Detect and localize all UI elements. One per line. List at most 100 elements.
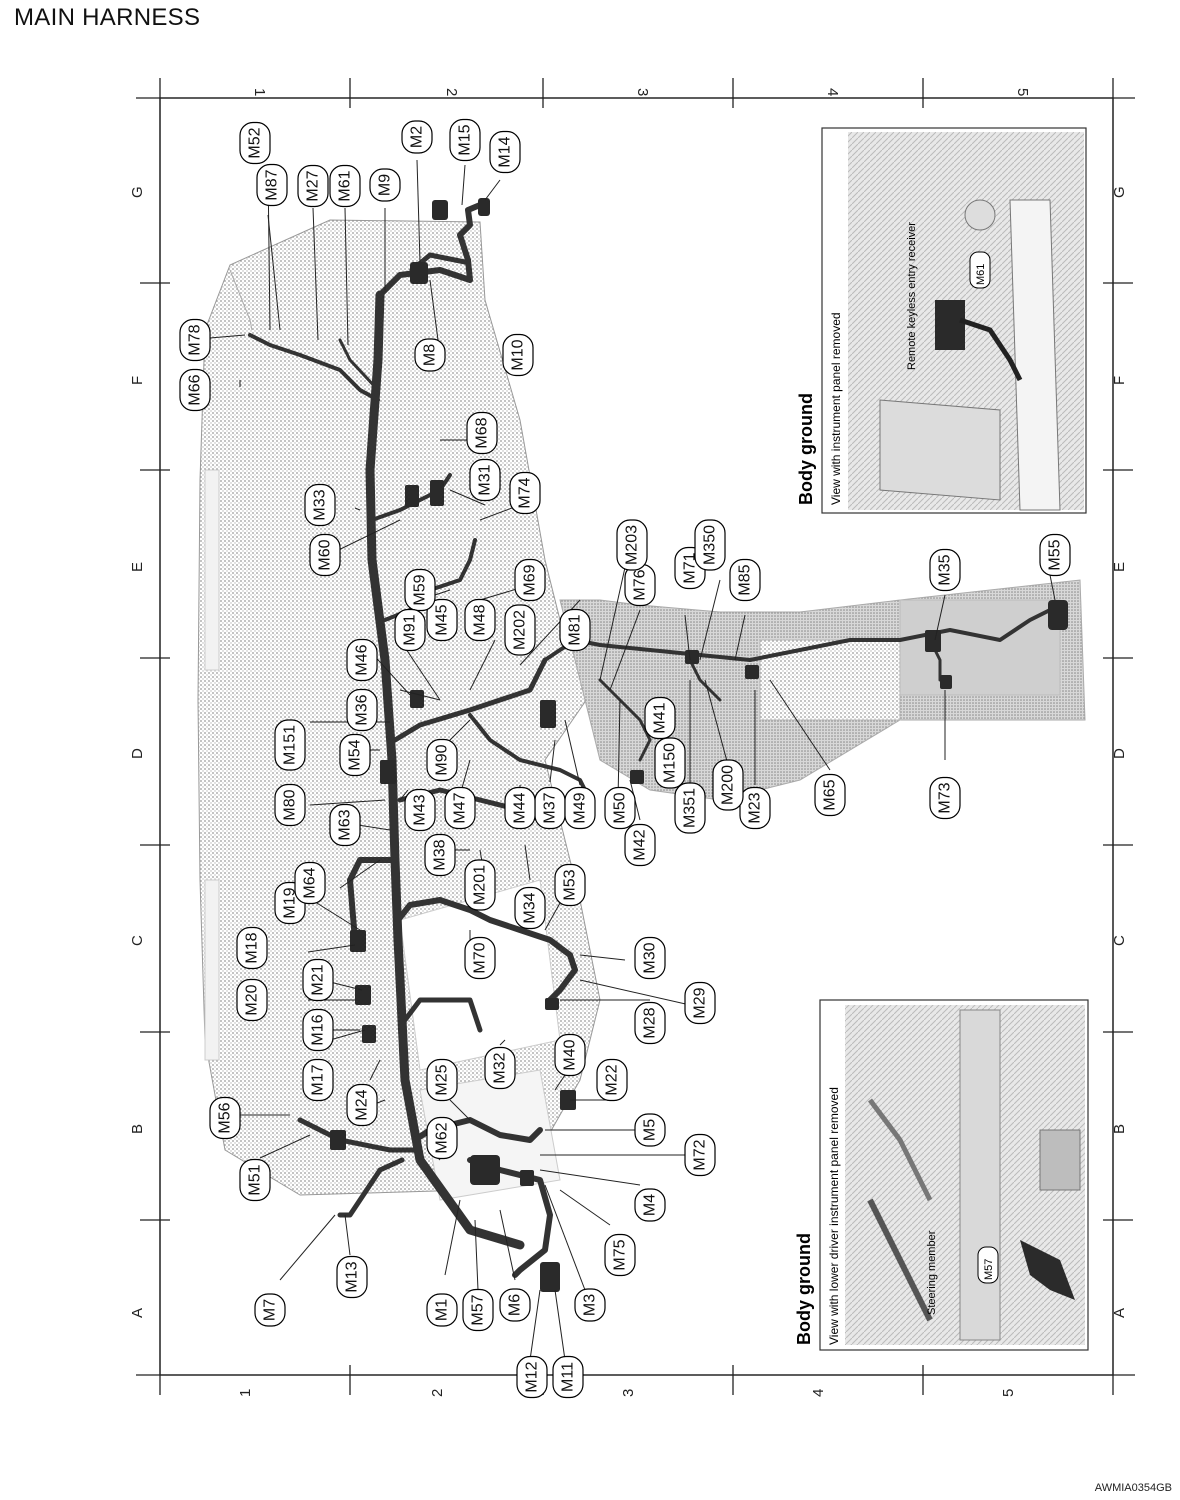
row-label-left: E xyxy=(129,562,146,572)
col-label-top: 4 xyxy=(824,88,841,96)
connector-callout-m75: M75 xyxy=(604,1233,636,1277)
connector-callout-box xyxy=(414,338,446,372)
connector-callout-box xyxy=(504,604,536,656)
connector-callout-m61: M61 xyxy=(329,164,361,208)
connector-callout-m46: M46 xyxy=(346,638,378,682)
row-label-right: A xyxy=(1111,1308,1128,1318)
connector-callout-m85: M85 xyxy=(729,558,761,602)
connector-callout-box xyxy=(239,1158,271,1202)
connector-label: M4 xyxy=(642,1194,659,1216)
connector-callout-box xyxy=(394,608,426,652)
connector-callout-box xyxy=(554,863,586,907)
harness-wires xyxy=(248,202,1062,1278)
connector-label: M40 xyxy=(562,1039,579,1070)
connector-callout-box xyxy=(297,164,329,208)
connector-callout-box xyxy=(634,1188,666,1222)
col-label-bottom: 1 xyxy=(237,1389,254,1397)
instrument-panel xyxy=(197,219,601,1201)
connector-label: M80 xyxy=(282,789,299,820)
row-label-left: F xyxy=(129,376,146,385)
connector-label: M24 xyxy=(354,1089,371,1120)
connector-callout-box xyxy=(929,548,961,592)
connector-callout-box xyxy=(466,411,498,455)
connector-callout-box xyxy=(239,121,271,165)
connector-callout-m65: M65 xyxy=(814,773,846,817)
connector-callout-box xyxy=(502,333,534,377)
connector-label: M13 xyxy=(344,1261,361,1292)
connector-callout-box xyxy=(401,120,433,154)
connector-callout-m47: M47 xyxy=(444,786,476,830)
connector-callout-m5: M5 xyxy=(634,1113,666,1147)
connector-callout-m8: M8 xyxy=(414,338,446,372)
connector-callout-box xyxy=(346,688,378,732)
connector-callout-box xyxy=(449,118,481,162)
document-code: AWMIA0354GB xyxy=(1094,1482,1172,1494)
row-label-right: D xyxy=(1111,748,1128,759)
connector-callout-m52: M52 xyxy=(239,121,271,165)
connector-label: M62 xyxy=(434,1122,451,1153)
connector-callout-m27: M27 xyxy=(297,164,329,208)
connector-label: M87 xyxy=(264,169,281,200)
row-label-right: B xyxy=(1111,1124,1128,1134)
connector-callout-box xyxy=(464,936,496,980)
connector-label: M18 xyxy=(244,932,261,963)
connector-callout-m31: M31 xyxy=(469,458,501,502)
connector-callout-m76: M76 xyxy=(624,563,656,607)
connector-callout-box xyxy=(929,776,961,820)
connector-label: M74 xyxy=(517,477,534,508)
connector-label: M11 xyxy=(560,1362,577,1392)
connector-callout-box xyxy=(469,458,501,502)
connector-callout-box xyxy=(274,783,306,827)
connector-label: M33 xyxy=(312,489,329,520)
connector-callout-box xyxy=(254,1293,286,1327)
connector-callout-box xyxy=(604,1233,636,1277)
row-label-left: D xyxy=(129,748,146,759)
frame xyxy=(136,78,1135,1395)
connector-callout-m200: M200 xyxy=(712,759,744,811)
connector-callout-m35: M35 xyxy=(929,548,961,592)
connector-label: M3 xyxy=(582,1294,599,1316)
connector-label: M16 xyxy=(310,1014,327,1045)
connector-callout-box xyxy=(426,1058,458,1102)
col-label-bottom: 4 xyxy=(810,1389,827,1397)
connector-label: M200 xyxy=(720,765,737,805)
connector-callout-m32: M32 xyxy=(484,1046,516,1090)
connector-label: M5 xyxy=(642,1119,659,1141)
connector-callout-m151: M151 xyxy=(274,719,306,771)
connector-label: M38 xyxy=(432,839,449,870)
connector-label: M9 xyxy=(377,174,394,196)
connector-callout-m10: M10 xyxy=(502,333,534,377)
connector-callout-box xyxy=(684,1133,716,1177)
connector-callout-box xyxy=(179,368,211,412)
connector-label: M75 xyxy=(612,1239,629,1270)
connector-callout-box xyxy=(424,833,456,877)
connector-callout-m9: M9 xyxy=(369,168,401,202)
inset-right: Body ground View with instrument panel r… xyxy=(796,127,1087,514)
col-label-top: 1 xyxy=(251,88,268,96)
page-title: MAIN HARNESS xyxy=(14,4,201,31)
connector-callout-box xyxy=(499,1288,531,1322)
connector-label: M59 xyxy=(412,574,429,605)
connector-callout-box xyxy=(694,519,726,571)
connector-callout-m30: M30 xyxy=(634,936,666,980)
connector-callout-box xyxy=(729,558,761,602)
connector-callout-m54: M54 xyxy=(339,733,371,777)
connector-callout-box xyxy=(654,737,686,789)
connector-label: M6 xyxy=(507,1294,524,1316)
connector-callout-box xyxy=(712,759,744,811)
connector-callout-m57: M57 xyxy=(462,1288,494,1332)
connector-label: M29 xyxy=(692,987,709,1018)
connector-label: M56 xyxy=(217,1102,234,1133)
row-label-right: F xyxy=(1111,376,1128,385)
connector-label: M7 xyxy=(262,1299,279,1321)
connector-callout-box xyxy=(634,1001,666,1045)
connector-label: M1 xyxy=(434,1299,451,1321)
connector-callout-m18: M18 xyxy=(236,926,268,970)
connector-callout-m74: M74 xyxy=(509,471,541,515)
connector-callout-m42: M42 xyxy=(624,823,656,867)
connector-callout-box xyxy=(209,1096,241,1140)
connector-callout-box xyxy=(309,533,341,577)
connector-callout-m60: M60 xyxy=(309,533,341,577)
connector-callout-box xyxy=(739,786,771,830)
connector-callout-box xyxy=(329,803,361,847)
